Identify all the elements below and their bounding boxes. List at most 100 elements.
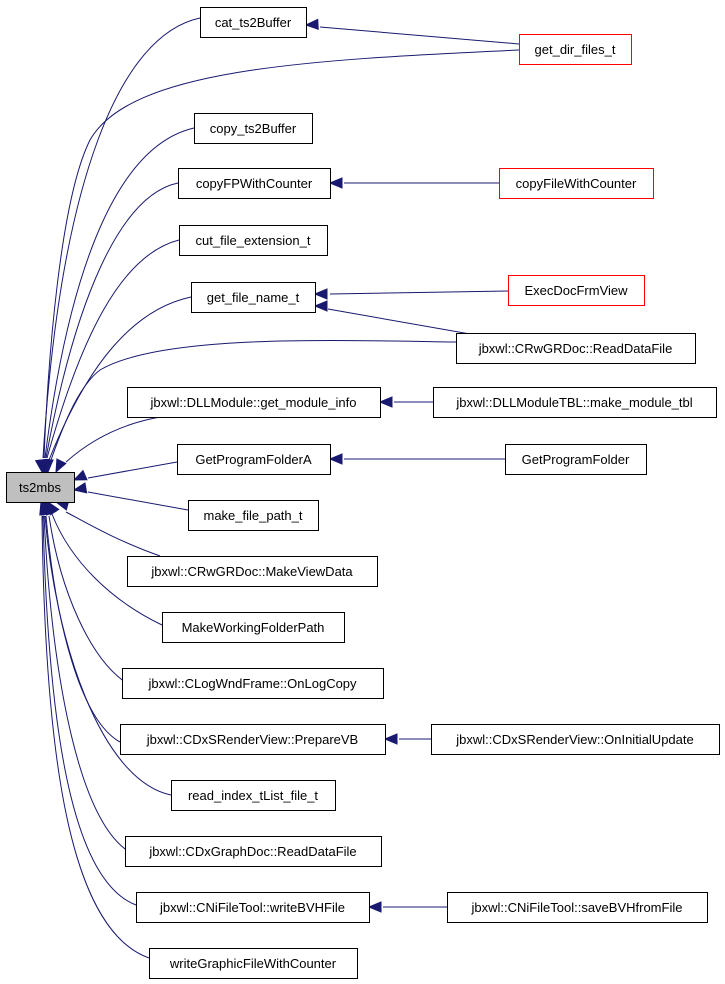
edge-arrowhead [378,396,393,408]
node-box[interactable] [447,892,708,923]
node-ExecDocFrmView[interactable]: ExecDocFrmView [508,275,645,306]
node-CRwGRDoc_MakeViewData[interactable]: jbxwl::CRwGRDoc::MakeViewData [127,556,378,587]
node-CDxSRenderView_PrepareVB[interactable]: jbxwl::CDxSRenderView::PrepareVB [120,724,386,755]
node-make_file_path_t[interactable]: make_file_path_t [188,500,319,531]
node-label: jbxwl::DLLModuleTBL::make_module_tbl [455,395,692,410]
edge-CRwGRDoc_ReadDataFile-to-ts2mbs [42,340,457,474]
edge-line [43,49,520,459]
node-box[interactable] [508,275,645,306]
node-label: read_index_tList_file_t [188,788,318,803]
node-DLLModuleTBL_make_module_tbl[interactable]: jbxwl::DLLModuleTBL::make_module_tbl [433,387,717,418]
node-box[interactable] [178,168,331,199]
node-label: jbxwl::CNiFileTool::writeBVHFile [159,900,345,915]
node-box[interactable] [127,556,378,587]
node-label: jbxwl::CLogWndFrame::OnLogCopy [147,676,357,691]
edge-line [42,515,137,906]
edge-arrowhead [367,901,382,913]
node-box[interactable] [149,948,358,979]
node-box[interactable] [120,724,386,755]
edge-copy_ts2Buffer-to-ts2mbs [36,127,195,474]
edge-line [87,461,178,479]
node-cat_ts2Buffer[interactable]: cat_ts2Buffer [200,7,307,38]
node-label: jbxwl::CDxSRenderView::OnInitialUpdate [455,732,693,747]
node-label: jbxwl::CDxGraphDoc::ReadDataFile [148,844,356,859]
node-label: make_file_path_t [203,508,302,523]
edge-copyFileWithCounter-to-copyFPWithCounter [328,177,499,189]
node-box[interactable] [162,612,345,643]
node-CNiFileTool_writeBVHFile[interactable]: jbxwl::CNiFileTool::writeBVHFile [136,892,370,923]
node-cut_file_extension_t[interactable]: cut_file_extension_t [179,225,328,256]
edge-make_file_path_t-to-ts2mbs [72,482,189,511]
edge-CDxSRenderView_OnInitialUpdate-to-CDxSRenderView_PrepareVB [383,733,431,745]
node-box[interactable] [499,168,654,199]
node-box[interactable] [519,34,632,65]
node-box[interactable] [177,444,331,475]
node-writeGraphicFileWithCounter[interactable]: writeGraphicFileWithCounter [149,948,358,979]
edge-get_dir_files_t-to-cat_ts2Buffer [304,18,520,45]
edge-line [42,17,201,459]
node-label: jbxwl::CDxSRenderView::PrepareVB [146,732,358,747]
node-box[interactable] [6,472,75,503]
edge-line [44,127,195,459]
node-box[interactable] [188,500,319,531]
node-get_dir_files_t[interactable]: get_dir_files_t [519,34,632,65]
edge-writeGraphicFileWithCounter-to-ts2mbs [39,500,150,959]
edge-arrowhead [55,458,67,474]
edge-line [48,296,192,461]
node-CNiFileTool_saveBVHfromFile[interactable]: jbxwl::CNiFileTool::saveBVHfromFile [447,892,708,923]
edges-layer [34,17,520,959]
node-GetProgramFolderA[interactable]: GetProgramFolderA [177,444,331,475]
node-label: jbxwl::CRwGRDoc::MakeViewData [150,564,353,579]
node-CLogWndFrame_OnLogCopy[interactable]: jbxwl::CLogWndFrame::OnLogCopy [122,668,384,699]
edge-arrowhead [313,300,328,312]
node-box[interactable] [200,7,307,38]
nodes-layer: ts2mbs cat_ts2Buffer get_dir_files_t copy_t… [6,7,720,979]
edge-ExecDocFrmView-to-get_file_name_t [313,288,509,300]
node-box[interactable] [194,113,313,144]
edge-line [65,511,161,557]
node-box[interactable] [125,836,382,867]
node-get_file_name_t[interactable]: get_file_name_t [191,282,316,313]
edge-line [327,308,471,335]
node-CDxGraphDoc_ReadDataFile[interactable]: jbxwl::CDxGraphDoc::ReadDataFile [125,836,382,867]
node-box[interactable] [433,387,717,418]
node-DLLModule_get_module_info[interactable]: jbxwl::DLLModule::get_module_info [127,387,381,418]
edge-arrowhead [313,288,328,300]
edge-arrowhead [42,459,54,474]
node-box[interactable] [127,387,381,418]
node-MakeWorkingFolderPath[interactable]: MakeWorkingFolderPath [162,612,345,643]
edge-get_file_name_t-to-ts2mbs [41,296,192,474]
node-copy_ts2Buffer[interactable]: copy_ts2Buffer [194,113,313,144]
node-box[interactable] [122,668,384,699]
node-CDxSRenderView_OnInitialUpdate[interactable]: jbxwl::CDxSRenderView::OnInitialUpdate [431,724,720,755]
node-copyFileWithCounter[interactable]: copyFileWithCounter [499,168,654,199]
edge-CRwGRDoc_MakeViewData-to-ts2mbs [54,499,161,557]
edge-arrowhead [328,453,343,465]
node-label: ExecDocFrmView [524,283,628,298]
node-label: GetProgramFolder [522,452,630,467]
node-read_index_tList_file_t[interactable]: read_index_tList_file_t [171,780,336,811]
edge-line [65,416,161,463]
node-box[interactable] [431,724,720,755]
node-label: cat_ts2Buffer [215,15,292,30]
edge-GetProgramFolder-to-GetProgramFolderA [328,453,505,465]
focus-node-ts2mbs[interactable]: ts2mbs [6,472,75,503]
node-copyFPWithCounter[interactable]: copyFPWithCounter [178,168,331,199]
edge-CNiFileTool_saveBVHfromFile-to-CNiFileTool_writeBVHFile [367,901,447,913]
edge-arrowhead [39,500,51,516]
node-box[interactable] [505,444,647,475]
node-label: get_dir_files_t [535,42,616,57]
edge-line [51,513,163,626]
node-CRwGRDoc_ReadDataFile[interactable]: jbxwl::CRwGRDoc::ReadDataFile [456,333,696,364]
node-GetProgramFolder[interactable]: GetProgramFolder [505,444,647,475]
node-box[interactable] [171,780,336,811]
node-box[interactable] [179,225,328,256]
edge-cut_file_extension_t-to-ts2mbs [38,239,180,474]
edge-line [46,239,180,459]
node-box[interactable] [191,282,316,313]
node-box[interactable] [136,892,370,923]
node-label: writeGraphicFileWithCounter [169,956,337,971]
edge-arrowhead [72,469,88,481]
node-box[interactable] [456,333,696,364]
